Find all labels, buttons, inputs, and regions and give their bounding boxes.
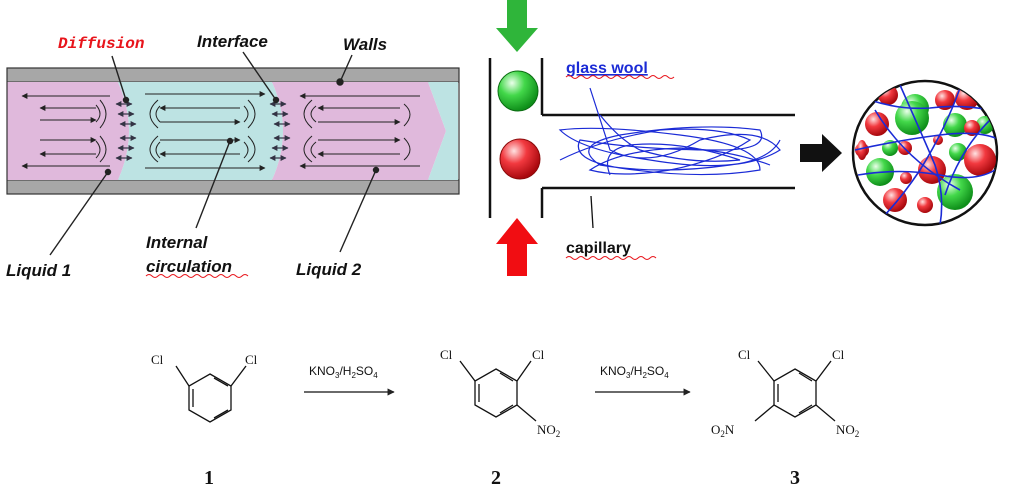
magnified-view bbox=[851, 79, 999, 227]
liquid2-slug-tail bbox=[428, 82, 458, 180]
slug-flow-diagram: Diffusion Interface Walls Liquid 1 Inter… bbox=[6, 32, 460, 280]
glass-wool bbox=[558, 87, 781, 176]
compound-3-no2: NO2 bbox=[836, 422, 859, 439]
capillary-diagram: glass wool capillary bbox=[488, 0, 999, 276]
top-wall bbox=[6, 67, 460, 83]
compound-3-number: 3 bbox=[790, 467, 800, 489]
compound-1-number: 1 bbox=[204, 467, 214, 489]
liquid2-label: Liquid 2 bbox=[296, 260, 362, 279]
red-droplet bbox=[499, 138, 541, 180]
red-input-arrow bbox=[496, 218, 538, 276]
compound-2-cl-left: Cl bbox=[440, 347, 453, 362]
compound-3-cl-right: Cl bbox=[832, 347, 845, 362]
interface-label: Interface bbox=[197, 32, 268, 51]
circulation-lines-right bbox=[299, 93, 420, 169]
green-input-arrow bbox=[496, 0, 538, 52]
compound-2-cl-right: Cl bbox=[532, 347, 545, 362]
reagent-1: KNO3/H2SO4 bbox=[309, 364, 378, 380]
capillary-label: capillary bbox=[566, 240, 631, 257]
diffusion-label: Diffusion bbox=[58, 35, 144, 53]
compound-2-no2: NO2 bbox=[537, 422, 560, 439]
compound-2-number: 2 bbox=[491, 467, 501, 489]
glass-wool-label: glass wool bbox=[566, 60, 648, 77]
reagent-2: KNO3/H2SO4 bbox=[600, 364, 669, 380]
reaction-scheme: Cl Cl 1 KNO3/H2SO4 Cl Cl NO2 2 KNO3/H2SO… bbox=[151, 347, 859, 489]
capillary-leader bbox=[590, 195, 594, 229]
compound-3-cl-left: Cl bbox=[738, 347, 751, 362]
compound-3 bbox=[754, 360, 836, 422]
spellcheck-underline bbox=[145, 274, 249, 278]
leader-lines bbox=[49, 51, 380, 256]
compound-3-o2n: O2N bbox=[711, 422, 735, 439]
bottom-wall bbox=[6, 179, 460, 195]
circulation-lines-left bbox=[21, 93, 110, 169]
liquid1-label: Liquid 1 bbox=[6, 261, 71, 280]
green-droplet bbox=[497, 70, 539, 112]
compound-2 bbox=[459, 360, 537, 422]
liquid2-slug-middle bbox=[118, 82, 283, 180]
zoom-arrow bbox=[800, 134, 842, 172]
circulation-label: circulation bbox=[146, 257, 232, 276]
compound-1-cl-right: Cl bbox=[245, 352, 258, 367]
compound-1 bbox=[175, 365, 247, 423]
compound-1-cl-left: Cl bbox=[151, 352, 164, 367]
liquid1-slug-left bbox=[7, 82, 129, 180]
circulation-lines-middle bbox=[145, 91, 266, 171]
walls-label: Walls bbox=[343, 35, 387, 54]
internal-label: Internal bbox=[146, 233, 209, 252]
diffusion-arrows bbox=[115, 101, 291, 161]
liquid1-slug-right bbox=[272, 82, 446, 180]
